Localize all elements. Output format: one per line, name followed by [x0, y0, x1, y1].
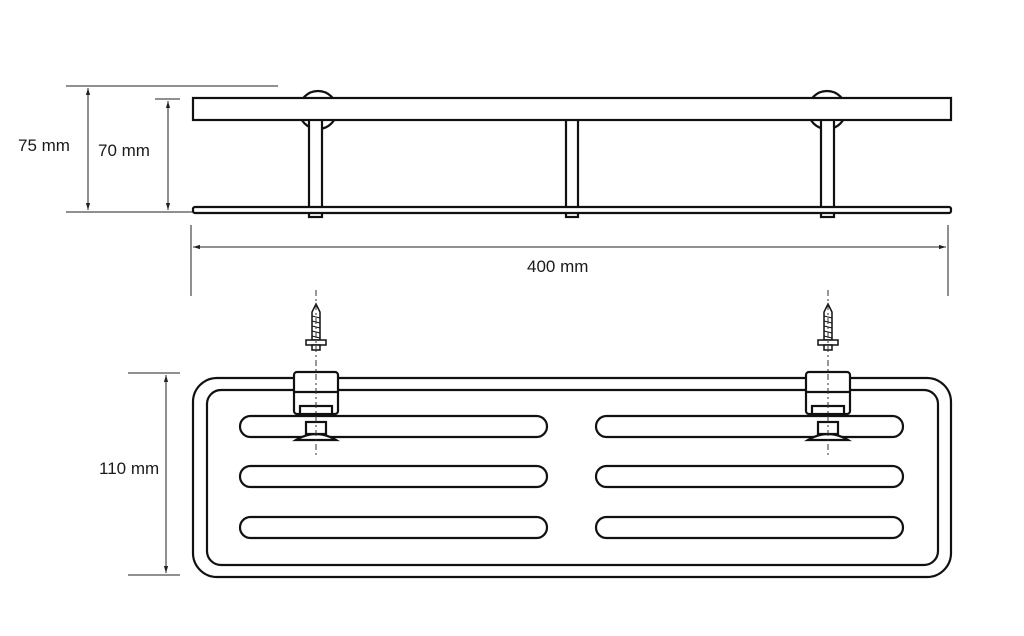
slot — [238, 515, 549, 540]
top-rail — [191, 96, 953, 122]
width-dimension: 400 mm — [190, 225, 949, 296]
slot — [594, 464, 905, 489]
width-label: 400 mm — [527, 257, 588, 276]
side-view — [191, 89, 953, 219]
slot — [594, 414, 905, 439]
depth-dimension: 110 mm — [99, 372, 180, 576]
height-outer-label: 75 mm — [18, 136, 70, 155]
height-inner-label: 70 mm — [98, 141, 150, 160]
depth-label: 110 mm — [99, 459, 159, 478]
post-right — [819, 116, 836, 212]
bottom-tray — [191, 205, 953, 215]
height-dimensions: 75 mm 70 mm — [18, 85, 278, 213]
slot — [238, 414, 549, 439]
top-view — [191, 290, 953, 579]
tray-outer-outline — [191, 376, 953, 579]
tray-inner-outline — [205, 388, 940, 567]
post-middle — [564, 116, 580, 212]
slot — [594, 515, 905, 540]
slot — [238, 464, 549, 489]
post-left — [307, 116, 324, 212]
